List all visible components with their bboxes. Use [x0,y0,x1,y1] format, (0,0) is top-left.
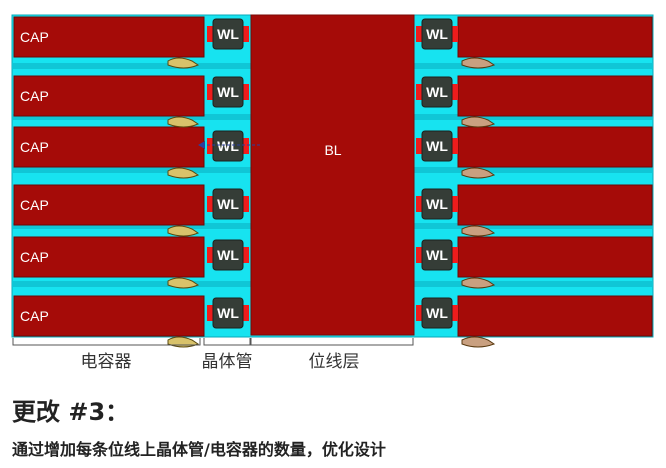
bitline-block [250,14,415,336]
wordline-label: WL [217,305,239,321]
wl-contact [450,138,458,154]
capacitor-block [13,126,205,168]
capacitor-block [13,16,205,58]
wl-contact [207,247,215,263]
wordline-label: WL [217,138,239,154]
contact-shape [461,57,496,69]
capacitor-label: CAP [20,29,49,45]
wl-contact [450,26,458,42]
right-capacitor-column [457,16,653,337]
capacitor-label: CAP [20,308,49,324]
wordline-label: WL [426,247,448,263]
wordline-label: WL [217,26,239,42]
wordline-label: WL [426,84,448,100]
contact-shape [461,336,496,348]
wl-contact [450,305,458,321]
wl-contact [416,247,424,263]
wl-contact [207,26,215,42]
wl-contact [207,138,215,154]
caption-subtitle: 通过增加每条位线上晶体管/电容器的数量，优化设计 [12,440,386,459]
capacitor-block [457,184,653,226]
wl-contact [207,84,215,100]
capacitor-block [457,236,653,278]
left-capacitor-column: CAP CAP CAP CAP CAP CAP [13,16,205,337]
wl-contact [207,196,215,212]
wordline-gate [421,130,453,162]
wordline-gate [421,76,453,108]
contact-shape [461,277,496,289]
wordline-gate [212,18,244,50]
capacitor-label: CAP [20,88,49,104]
capacitor-group-label: 电容器 [81,352,132,372]
cap-contact-shapes [167,57,496,348]
capacitor-label: CAP [20,249,49,265]
wordline-gate [421,188,453,220]
capacitor-block [13,295,205,337]
wordline-label: WL [426,26,448,42]
wordline-gate [212,297,244,329]
contact-shape [167,277,200,289]
wordline-gate [421,297,453,329]
wl-contact [416,26,424,42]
wordline-label: WL [426,138,448,154]
bitline-layer-group-label: 位线层 [309,352,360,372]
wl-contact [241,26,249,42]
wl-contact [450,247,458,263]
contact-shape [167,225,200,237]
capacitor-block [457,295,653,337]
wl-contact [416,84,424,100]
wl-contact [241,138,249,154]
dashed-arrow [198,141,262,149]
wl-contact [241,305,249,321]
wordline-label: WL [217,84,239,100]
wordline-gate [212,239,244,271]
contact-shape [461,225,496,237]
contact-shape [167,57,200,69]
wordline-gate [421,18,453,50]
wordline-gate [212,188,244,220]
contact-shape [461,116,496,128]
capacitor-block [457,75,653,117]
wordline-gate [212,130,244,162]
caption-title: 更改 #3： [12,398,130,426]
left-wordline-column: WL WL WL WL WL WL [207,18,249,329]
contact-shape [167,167,200,179]
wl-contact [207,305,215,321]
wl-contact [241,247,249,263]
capacitor-block [13,184,205,226]
wl-contact [241,196,249,212]
right-wordline-column: WL WL WL WL WL WL [416,18,458,329]
contact-shape [167,116,200,128]
transistor-group-label: 晶体管 [202,352,253,372]
capacitor-label: CAP [20,197,49,213]
capacitor-block [13,75,205,117]
wordline-label: WL [217,196,239,212]
capacitor-block [457,126,653,168]
wordline-gate [421,239,453,271]
group-brackets [12,338,414,346]
wl-contact [416,196,424,212]
wl-contact [416,305,424,321]
capacitor-label: CAP [20,139,49,155]
capacitor-block [457,16,653,58]
wordline-label: WL [426,305,448,321]
wl-contact [450,196,458,212]
capacitor-block [13,236,205,278]
wl-contact [416,138,424,154]
bitline-label: BL [324,142,341,158]
wl-contact [241,84,249,100]
wl-contact [450,84,458,100]
wordline-label: WL [217,247,239,263]
wordline-label: WL [426,196,448,212]
wordline-gate [212,76,244,108]
contact-shape [461,167,496,179]
